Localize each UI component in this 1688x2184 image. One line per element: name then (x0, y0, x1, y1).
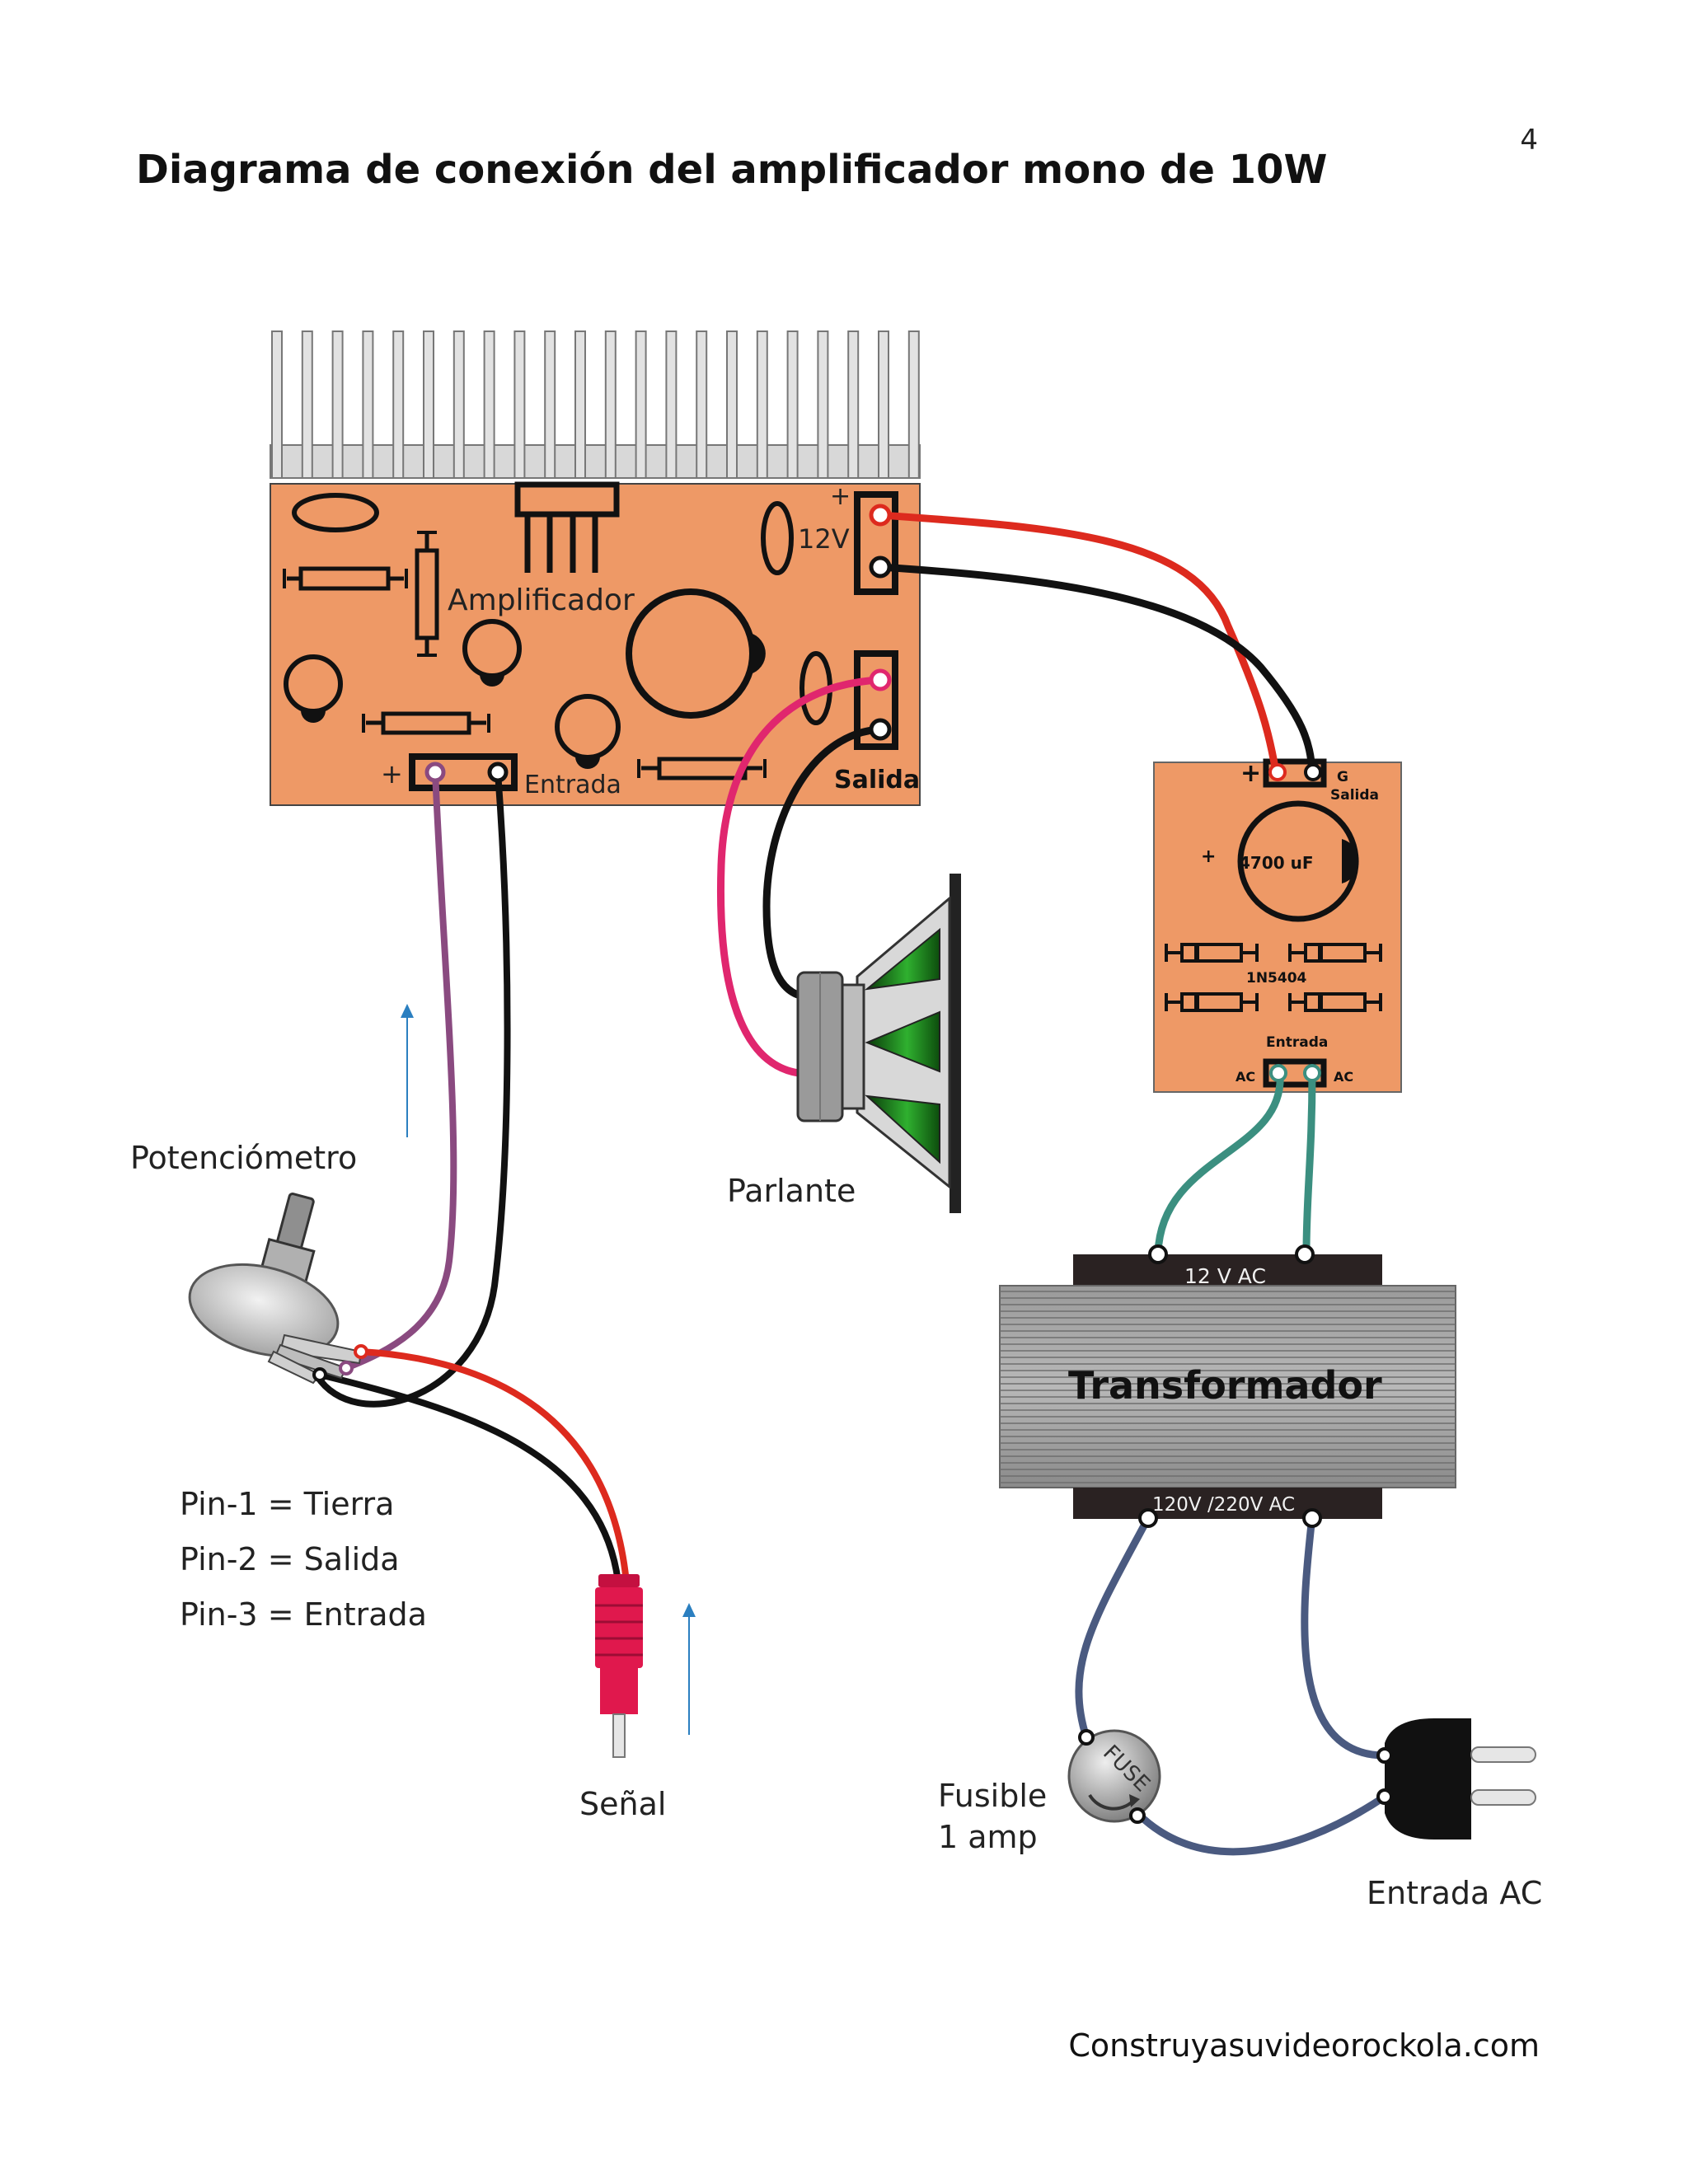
transformer-label: Transformador (1068, 1363, 1382, 1408)
capacitor-plus-label: + (1201, 846, 1216, 867)
ac-left-label: AC (1236, 1069, 1255, 1085)
red-signal-wire (358, 1348, 630, 1586)
transformer-graphic (999, 1244, 1456, 1528)
speaker-graphic (796, 874, 961, 1213)
page-title: Diagrama de conexión del amplificador mo… (136, 147, 1328, 193)
diode-symbol (1165, 943, 1259, 963)
ac-plug-graphic (1376, 1718, 1536, 1840)
fuse-arrow-icon (1088, 1793, 1135, 1811)
amp-output-label: Salida (834, 766, 920, 794)
heatsink-fin (452, 330, 465, 479)
transformer-secondary-label: 12 V AC (1184, 1264, 1266, 1288)
diode-symbol (1165, 992, 1259, 1012)
speaker-label: Parlante (727, 1173, 856, 1209)
rect-plus-label: + (1240, 759, 1261, 788)
capacitor-value-label: 4700 uF (1239, 853, 1314, 873)
black-ground-wire (876, 563, 1316, 776)
potentiometer-graphic (188, 1193, 368, 1385)
heatsink-fin (483, 330, 495, 479)
rect-ground-label: G (1337, 769, 1348, 785)
diode-symbol (1288, 943, 1382, 963)
blue-fuse-wire (1133, 1793, 1389, 1856)
black-speaker-wire (762, 725, 884, 1001)
heatsink-fin (574, 330, 586, 479)
blue-neutral-wire (1301, 1512, 1389, 1760)
heatsink-fin (878, 330, 889, 479)
heatsink-fin (604, 330, 617, 479)
rect-output-label: Salida (1330, 787, 1379, 804)
fuse-label-line2: 1 amp (938, 1819, 1038, 1855)
transformer-primary-label: 120V /220V AC (1152, 1494, 1295, 1516)
heatsink-fin (726, 330, 738, 479)
diode-model-label: 1N5404 (1246, 970, 1307, 987)
input-plus-label: + (381, 758, 403, 790)
heatsink-fin (331, 330, 344, 479)
heatsink-fin (786, 330, 799, 479)
red-power-wire (876, 511, 1280, 776)
pin-legend-2: Pin-2 = Salida (180, 1541, 400, 1577)
heatsink-fin (362, 330, 374, 479)
heatsink-fin (817, 330, 829, 479)
teal-ac-wire-right (1302, 1069, 1316, 1257)
heatsink-fin (635, 330, 647, 479)
heatsink-fin (907, 330, 920, 479)
heatsink-fin (756, 330, 768, 479)
pin-legend-1: Pin-1 = Tierra (180, 1486, 394, 1522)
signal-label: Señal (579, 1786, 666, 1822)
ac-right-label: AC (1334, 1069, 1353, 1085)
heatsink-fin (392, 330, 405, 479)
amplifier-label: Amplificador (448, 583, 635, 617)
power-plus-label: + (830, 482, 851, 511)
heatsink-fin (423, 330, 434, 479)
rca-plug-graphic (595, 1574, 643, 1758)
rect-input-label: Entrada (1266, 1034, 1328, 1051)
heatsink (270, 330, 921, 479)
arrow-icons (401, 1004, 696, 1735)
terminals (424, 504, 1322, 1082)
power-voltage-label: 12V (798, 523, 850, 555)
fuse-label-line1: Fusible (938, 1778, 1047, 1814)
heatsink-fin (544, 330, 556, 479)
fuse-graphic (1067, 1729, 1161, 1824)
amp-input-label: Entrada (524, 771, 621, 799)
heatsink-fin (513, 330, 526, 479)
wires (314, 511, 1389, 1856)
pin-legend-3: Pin-3 = Entrada (180, 1596, 427, 1633)
black-input-wire (314, 769, 511, 1408)
black-signal-wire (316, 1371, 621, 1586)
ac-input-label: Entrada AC (1367, 1875, 1542, 1911)
diode-symbol (1288, 992, 1382, 1012)
pink-speaker-wire (717, 676, 884, 1078)
heatsink-fin (696, 330, 708, 479)
potentiometer-label: Potenciómetro (130, 1140, 357, 1176)
heatsink-fin (271, 330, 283, 479)
heatsink-fin (301, 330, 313, 479)
heatsink-fin (665, 330, 678, 479)
heatsink-fin (847, 330, 860, 479)
purple-input-wire (343, 769, 457, 1371)
blue-line-wire (1075, 1512, 1153, 1741)
teal-ac-wire-left (1154, 1069, 1284, 1257)
rectifier-board (1153, 758, 1402, 1093)
page-number: 4 (1520, 124, 1538, 157)
footer-website: Construyasuvideorockola.com (1068, 2027, 1540, 2064)
